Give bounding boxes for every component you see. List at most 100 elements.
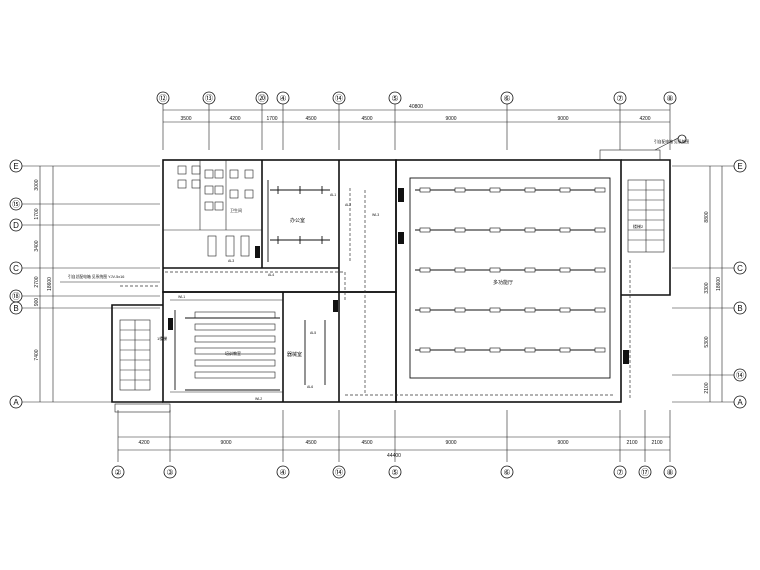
axis-top-label: ④: [279, 94, 286, 103]
light-fixture: [524, 307, 536, 313]
light-fixture: [419, 267, 431, 273]
feeder-lines: [120, 188, 631, 400]
panel-label: AL4: [268, 273, 274, 277]
panel-label: AL2: [345, 203, 351, 207]
dim-bottom: 2100: [651, 440, 662, 446]
light-fixture: [594, 307, 606, 313]
room-label-multi-hall: 多功能厅: [493, 279, 513, 286]
top-dimensions: 40800 3500 4200 1700 4500 4500 9000 9000…: [162, 104, 671, 150]
light-fixture: [489, 267, 501, 273]
left-dimensions: 3000 1700 3400 2700 900 7400 18600: [22, 165, 160, 403]
bottom-dimensions: 4200 9000 4500 4500 9000 9000 2100 2100 …: [117, 410, 671, 462]
axis-left-label: E: [13, 162, 18, 171]
dim-right: 5300: [704, 336, 710, 347]
panel-label: WL3: [372, 213, 379, 217]
dim-bottom: 9000: [445, 440, 456, 446]
axis-left-label: D: [13, 221, 19, 230]
dim-left: 900: [34, 298, 40, 307]
axis-top-label: ⑦: [616, 94, 623, 103]
light-fixture: [454, 187, 466, 193]
room-label-toilet: 卫生间: [230, 207, 242, 213]
axis-left-label: ⑮: [12, 200, 20, 209]
axis-bottom-label: ②: [114, 468, 121, 477]
room-label-stair1: 1楼梯: [157, 335, 167, 341]
axis-top-label: ⑭: [335, 94, 343, 103]
light-fixture: [559, 187, 571, 193]
office-lighting: [267, 180, 330, 262]
panel-label: AL1: [330, 193, 336, 197]
annotations: 引自总配电箱 见系统图 YJV-5x16 引自配电箱 见系统图: [60, 134, 689, 283]
axis-top-label: ⑧: [666, 94, 673, 103]
stair-right: 楼梯2: [627, 179, 665, 253]
light-fixture: [594, 347, 606, 353]
axis-right-label: A: [737, 398, 743, 407]
dim-left: 1700: [34, 208, 40, 219]
dim-top: 4200: [639, 116, 650, 122]
axis-left-label: A: [13, 398, 19, 407]
light-fixture: [559, 267, 571, 273]
left-axis-column: E ⑮ D C ⑱ B A: [9, 159, 23, 409]
axis-top-label: ⑬: [205, 94, 213, 103]
dim-bottom: 4500: [305, 440, 316, 446]
axis-right-label: ⑭: [736, 371, 744, 380]
light-fixture: [594, 227, 606, 233]
light-fixture: [489, 227, 501, 233]
light-fixture: [524, 227, 536, 233]
room-label-office: 办公室: [290, 217, 305, 224]
right-axis-column: E C B ⑭ A: [733, 159, 747, 409]
axis-right-label: B: [737, 304, 742, 313]
dim-top: 9000: [445, 116, 456, 122]
dim-bottom: 9000: [220, 440, 231, 446]
dim-top: 4500: [305, 116, 316, 122]
room-label-stair2: 楼梯2: [633, 223, 644, 229]
axis-bottom-label: ⑦: [616, 468, 623, 477]
axis-right-label: E: [737, 162, 742, 171]
light-fixture: [454, 227, 466, 233]
light-fixture: [489, 307, 501, 313]
toilet-fixtures: 卫生间: [177, 165, 254, 257]
dim-left: 3400: [34, 240, 40, 251]
panel-label: AL6: [307, 385, 313, 389]
light-fixture: [594, 267, 606, 273]
dim-left: 7400: [34, 349, 40, 360]
panel-label: WL1: [178, 295, 185, 299]
dim-total-top: 40800: [409, 104, 423, 110]
room-label-storage: 器械室: [287, 351, 302, 358]
axis-left-label: C: [13, 264, 19, 273]
dim-top: 4200: [229, 116, 240, 122]
axis-bottom-label: ④: [279, 468, 286, 477]
axis-bottom-label: ⑧: [666, 468, 673, 477]
light-fixture: [419, 227, 431, 233]
dim-bottom: 9000: [557, 440, 568, 446]
light-fixture: [524, 347, 536, 353]
dim-right-total: 18600: [716, 277, 722, 291]
light-fixture: [419, 307, 431, 313]
dim-bottom: 4200: [138, 440, 149, 446]
distribution-panels: AL1 AL2 AL3 AL4 AL5 AL6 WL1 WL2 WL3: [168, 188, 629, 401]
axis-top-label: ⑥: [503, 94, 510, 103]
building-walls: [111, 149, 671, 413]
dim-top: 4500: [361, 116, 372, 122]
axis-top-label: ⑳: [258, 94, 266, 103]
axis-top-label: ⑤: [391, 94, 398, 103]
light-fixture: [524, 187, 536, 193]
dim-top: 3500: [180, 116, 191, 122]
axis-left-label: B: [13, 304, 18, 313]
axis-bottom-label: ⑤: [391, 468, 398, 477]
dim-bottom: 4500: [361, 440, 372, 446]
panel-label: WL2: [255, 397, 262, 401]
hall-lighting: [409, 177, 611, 379]
light-fixture: [419, 187, 431, 193]
dim-right: 3300: [704, 282, 710, 293]
light-fixture: [454, 307, 466, 313]
light-fixture: [454, 347, 466, 353]
dim-total-bottom: 44400: [387, 453, 401, 459]
classroom-desks: 培训教室: [194, 311, 276, 379]
panel-label: AL5: [310, 331, 316, 335]
dim-right: 2100: [704, 382, 710, 393]
axis-bottom-label: ⑥: [503, 468, 510, 477]
light-fixture: [524, 267, 536, 273]
light-fixture: [559, 307, 571, 313]
stair-left: 1楼梯: [119, 319, 167, 391]
